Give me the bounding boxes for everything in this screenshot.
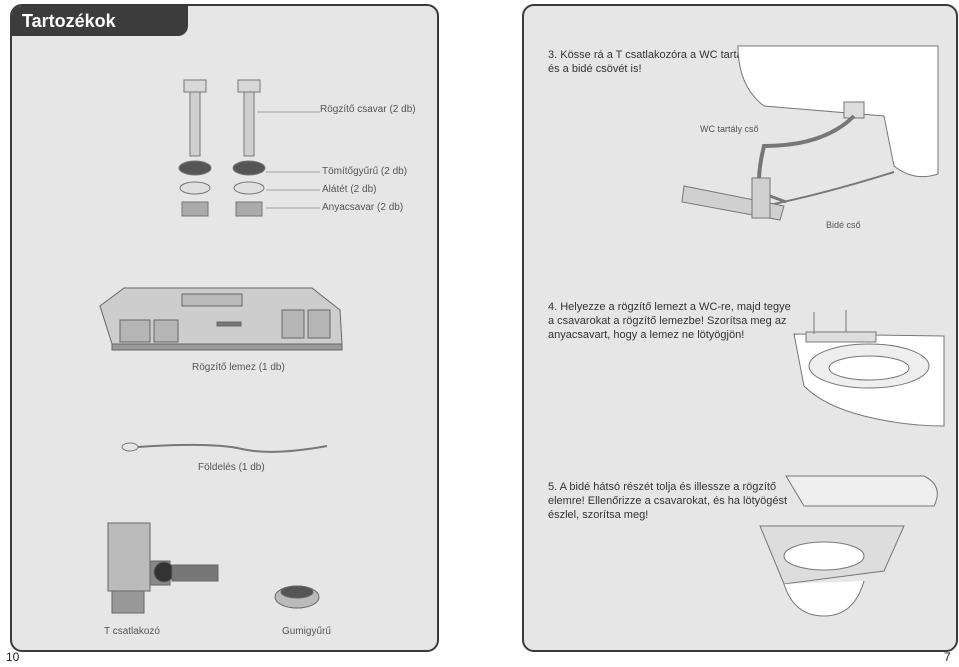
screw-1 (178, 79, 212, 217)
label-wc-pipe: WC tartály cső (700, 124, 759, 134)
label-ground: Földelés (1 db) (198, 462, 265, 473)
page-number-right: 7 (944, 650, 951, 664)
label-t-connector: T csatlakozó (104, 626, 160, 637)
title-bar: Tartozékok (12, 6, 188, 36)
step-5-text: 5. A bidé hátsó részét tolja és illessze… (548, 481, 788, 521)
label-seal: Tömítőgyűrű (2 db) (322, 166, 408, 177)
label-nut: Anyacsavar (2 db) (322, 202, 404, 213)
bidet-install-illustration (759, 475, 938, 617)
page-number-left: 10 (6, 650, 20, 664)
label-rubber-ring: Gumigyűrű (282, 626, 331, 637)
mounting-plate (99, 287, 343, 351)
label-washer: Alátét (2 db) (322, 184, 377, 195)
page-title: Tartozékok (22, 11, 116, 31)
accessories-panel: Tartozékok (10, 4, 439, 652)
toilet-plate-illustration (793, 310, 945, 427)
screw-set-illustration (99, 79, 343, 614)
t-connector (107, 522, 219, 614)
label-bide-pipe: Bidé cső (826, 220, 861, 230)
wc-tank-illustration (737, 45, 939, 178)
ground-cable (121, 442, 328, 453)
rubber-ring (274, 585, 320, 609)
pipe-illustration (757, 114, 895, 207)
instructions-panel: 3. Kösse rá a T csatlakozóra a WC tartál… (522, 4, 958, 652)
screw-2 (232, 79, 266, 217)
step-3-text: 3. Kösse rá a T csatlakozóra a WC tartál… (548, 49, 751, 75)
label-plate: Rögzítő lemez (1 db) (192, 362, 285, 373)
step-illustrations (681, 45, 945, 617)
label-screw: Rögzítő csavar (2 db) (320, 104, 416, 115)
step-4-text: 4. Helyezze a rögzítő lemezt a WC-re, ma… (548, 301, 791, 341)
